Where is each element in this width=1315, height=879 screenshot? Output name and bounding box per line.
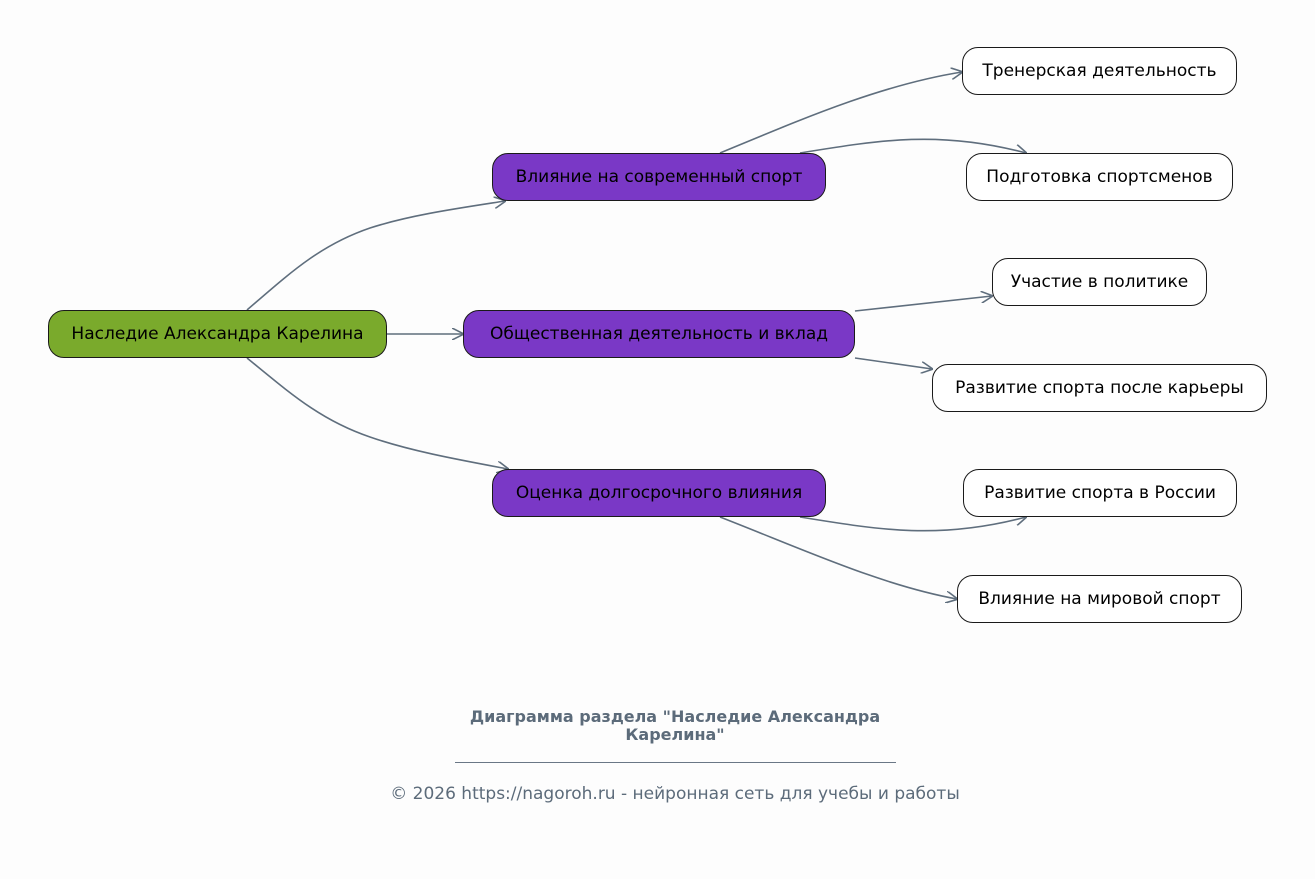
edge-branch-2-to-leaf-2 xyxy=(854,357,932,369)
edge-branch-3-to-leaf-1 xyxy=(799,517,1026,532)
diagram-caption-title: Диаграмма раздела "Наследие Александра К… xyxy=(469,707,881,744)
edge-branch-2-to-leaf-1 xyxy=(854,296,992,312)
node-branch-1-label: Влияние на современный спорт xyxy=(515,167,803,187)
node-root[interactable]: Наследие Александра Карелина xyxy=(48,310,387,358)
node-leaf-3-2[interactable]: Влияние на мировой спорт xyxy=(957,575,1242,623)
node-leaf-1-2-label: Подготовка спортсменов xyxy=(986,167,1213,187)
node-root-label: Наследие Александра Карелина xyxy=(71,324,364,344)
edge-root-to-branch-3 xyxy=(246,357,508,469)
node-leaf-2-2[interactable]: Развитие спорта после карьеры xyxy=(932,364,1267,412)
node-leaf-2-1-label: Участие в политике xyxy=(1010,272,1189,292)
node-leaf-3-1[interactable]: Развитие спорта в России xyxy=(963,469,1237,517)
node-leaf-3-1-label: Развитие спорта в России xyxy=(984,483,1216,503)
edge-branch-1-to-leaf-2 xyxy=(799,138,1026,153)
node-branch-3-label: Оценка долгосрочного влияния xyxy=(515,483,803,503)
node-leaf-1-2[interactable]: Подготовка спортсменов xyxy=(966,153,1233,201)
node-leaf-3-2-label: Влияние на мировой спорт xyxy=(978,589,1221,609)
node-leaf-1-1-label: Тренерская деятельность xyxy=(982,61,1217,81)
node-leaf-2-1[interactable]: Участие в политике xyxy=(992,258,1207,306)
node-branch-3[interactable]: Оценка долгосрочного влияния xyxy=(492,469,826,517)
copyright-footer: © 2026 https://nagoroh.ru - нейронная се… xyxy=(390,784,960,804)
edge-root-to-branch-1 xyxy=(246,201,505,311)
caption-divider xyxy=(455,762,896,763)
node-branch-2-label: Общественная деятельность и вклад xyxy=(490,324,828,344)
edge-branch-3-to-leaf-2 xyxy=(719,516,957,599)
edge-branch-1-to-leaf-1 xyxy=(719,72,962,154)
node-branch-1[interactable]: Влияние на современный спорт xyxy=(492,153,826,201)
node-leaf-1-1[interactable]: Тренерская деятельность xyxy=(962,47,1237,95)
node-branch-2[interactable]: Общественная деятельность и вклад xyxy=(463,310,855,358)
node-leaf-2-2-label: Развитие спорта после карьеры xyxy=(955,378,1244,398)
